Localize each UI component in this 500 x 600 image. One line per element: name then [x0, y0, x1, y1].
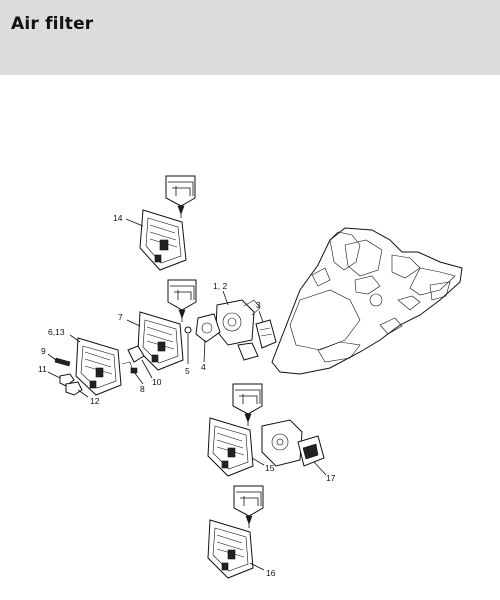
carburetor-assembly [184, 299, 277, 361]
callout-17: 17 [326, 473, 336, 483]
detail-inset-16 [233, 485, 264, 528]
callout-12: 12 [90, 396, 100, 406]
callout-4: 4 [201, 362, 206, 372]
callout-11: 11 [38, 364, 47, 374]
filter-cover-6-13 [75, 337, 122, 396]
callout-15: 15 [265, 463, 275, 473]
leader-lines [47, 218, 327, 571]
callout-8: 8 [140, 384, 145, 394]
detail-inset-14 [165, 175, 196, 218]
detail-inset-7 [167, 279, 197, 322]
callout-7: 7 [118, 312, 123, 322]
callout-1-2: 1, 2 [213, 281, 227, 291]
carb-housing-15 [261, 419, 325, 467]
detail-inset-15 [232, 383, 263, 426]
callout-6-13: 6,13 [48, 327, 65, 337]
callout-5: 5 [185, 366, 190, 376]
filter-cover-14 [139, 209, 187, 271]
callout-14: 14 [113, 213, 123, 223]
callout-9: 9 [41, 346, 46, 356]
callout-10: 10 [152, 377, 162, 387]
page-title: Air filter [11, 14, 94, 34]
engine-housing [271, 227, 463, 375]
header-bar: Air filter [0, 0, 500, 75]
callout-16: 16 [266, 568, 276, 578]
small-parts-left [54, 345, 145, 396]
callout-3: 3 [256, 300, 261, 310]
filter-cover-16 [207, 519, 254, 579]
filter-cover-15 [207, 417, 254, 477]
filter-cover-7 [137, 311, 184, 371]
